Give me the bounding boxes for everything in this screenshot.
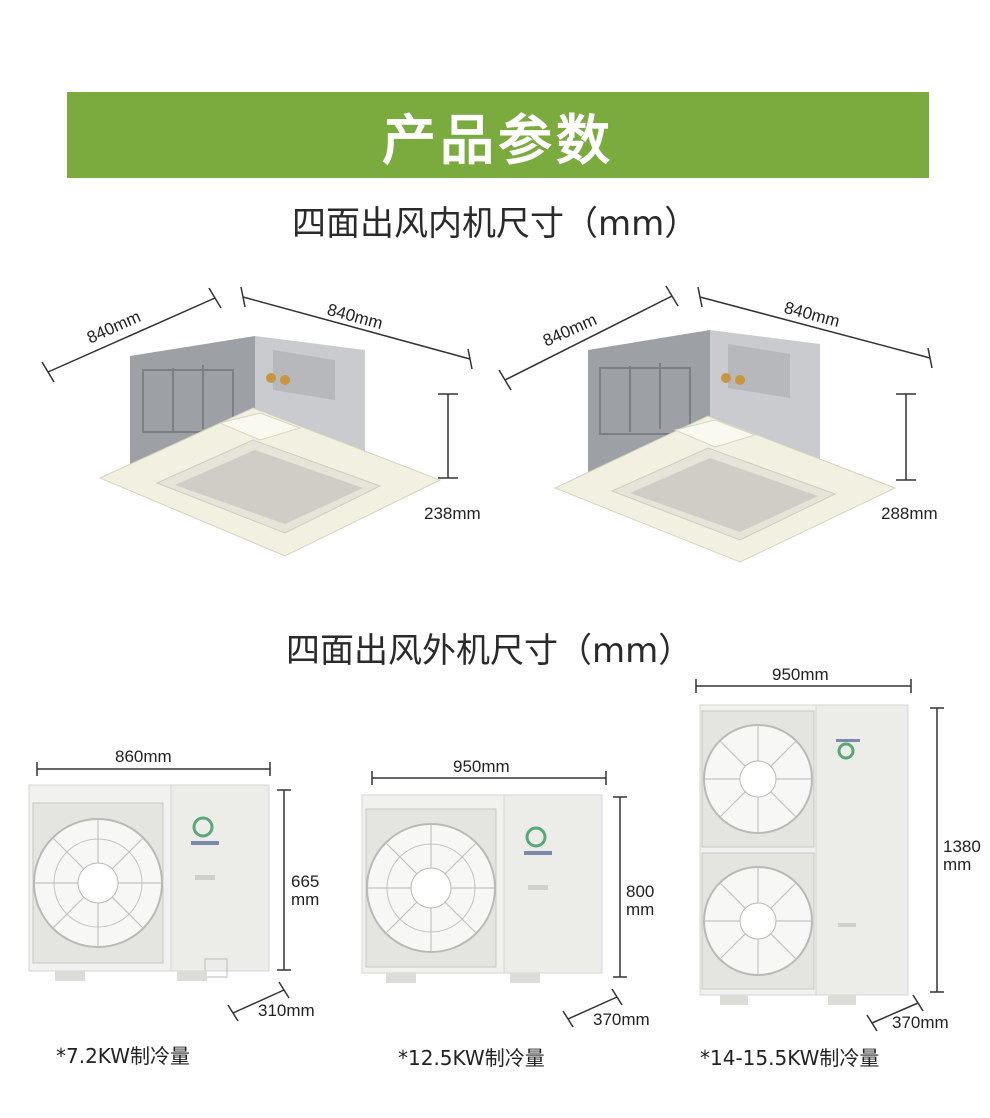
outdoor-2-height-unit: mm (626, 900, 655, 919)
outdoor-unit-image-1 (28, 784, 270, 981)
title-banner: 产品参数 (67, 92, 929, 178)
outdoor-2-height-value: 800 (626, 882, 655, 901)
outdoor-3-caption: *14-15.5KW制冷量 (700, 1046, 880, 1070)
outdoor-1-depth-label: 310mm (258, 1001, 315, 1020)
outdoor-unit-image-2 (361, 794, 603, 983)
outdoor-3-height-label: 1380 mm (943, 838, 981, 874)
banner-title: 产品参数 (382, 108, 614, 172)
indoor-1-height-label: 238mm (424, 504, 481, 523)
outdoor-2-depth-label: 370mm (593, 1010, 650, 1029)
outdoor-3-width-label: 950mm (772, 665, 829, 684)
outdoor-1-height-unit: mm (291, 890, 320, 909)
outdoor-unit-image-3 (699, 704, 909, 1005)
indoor-section-title: 四面出风内机尺寸（mm） (292, 204, 699, 244)
outdoor-1-caption: *7.2KW制冷量 (56, 1044, 190, 1068)
outdoor-3-height-value: 1380 (943, 837, 981, 856)
outdoor-3-depth-label: 370mm (892, 1013, 949, 1032)
outdoor-2-caption: *12.5KW制冷量 (398, 1046, 545, 1070)
indoor-unit-image-2 (553, 330, 897, 563)
indoor-unit-image-1 (98, 336, 442, 557)
outdoor-3-height-unit: mm (943, 855, 972, 874)
outdoor-1-width-label: 860mm (115, 747, 172, 766)
indoor-2-height-label: 288mm (881, 504, 938, 523)
outdoor-2-width-label: 950mm (453, 757, 510, 776)
outdoor-section-title: 四面出风外机尺寸（mm） (286, 631, 693, 671)
outdoor-1-height-value: 665 (291, 872, 320, 891)
outdoor-1-height-label: 665 mm (291, 873, 319, 909)
outdoor-2-height-label: 800 mm (626, 883, 654, 919)
